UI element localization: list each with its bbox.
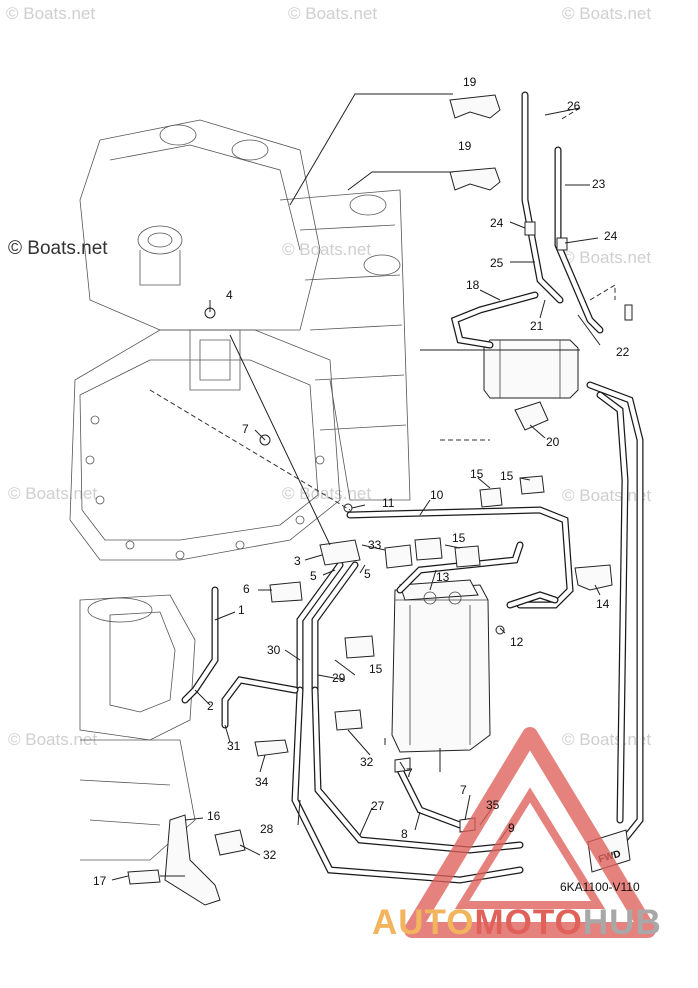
hoses [181,91,644,884]
callout-26: 26 [567,99,581,113]
watermark: © Boats.net [282,484,372,503]
callout-33: 33 [368,538,382,552]
watermark: © Boats.net [8,484,98,503]
callout-22: 22 [616,345,630,359]
callout-23: 23 [592,177,606,191]
callout-25: 25 [490,256,504,270]
callout-10: 10 [430,488,444,502]
brand-logo [404,727,656,938]
callout-5: 5 [364,567,371,581]
callout-7: 7 [460,783,467,797]
callout-7: 7 [242,422,249,436]
watermark: © Boats.net [562,4,652,23]
vapor-separator [384,579,491,772]
charcoal-canister [483,339,579,431]
callout-32: 32 [263,848,277,862]
callout-8: 8 [401,827,408,841]
brand-wordmark: AUTOMOTOHUB [372,903,662,943]
callout-15: 15 [369,662,383,676]
watermark: © Boats.net [6,4,96,23]
engine-block [69,119,411,861]
callout-24: 24 [490,216,504,230]
callout-24: 24 [604,229,618,243]
callout-19: 19 [463,75,477,89]
callout-4: 4 [226,288,233,302]
watermark: © Boats.net [562,730,652,749]
callout-11: 11 [382,496,395,510]
callout-7: 7 [406,766,413,780]
callout-18: 18 [466,278,480,292]
clips [204,94,633,856]
bracket [127,814,221,906]
callout-30: 30 [267,643,281,657]
callout-19: 19 [458,139,472,153]
callout-32: 32 [360,755,374,769]
callout-21: 21 [530,319,544,333]
callout-15: 15 [470,467,484,481]
callout-15: 15 [500,469,514,483]
callout-1: 1 [238,603,245,617]
callout-6: 6 [243,582,250,596]
callout-28: 28 [260,822,274,836]
callout-3: 3 [294,554,301,568]
callout-16: 16 [207,809,221,823]
watermark: © Boats.net [282,240,372,259]
watermark: © Boats.net [288,4,378,23]
brand-part-1: AUTO [372,903,475,942]
watermark: © Boats.net [562,486,652,505]
brand-part-2: MOTO [474,903,583,942]
callout-31: 31 [227,739,241,753]
callout-12: 12 [510,635,524,649]
callout-17: 17 [93,874,107,888]
watermark: © Boats.net [8,730,98,749]
leader-lines [111,93,616,881]
watermark: © Boats.net [562,248,652,267]
brand-part-3: HUB [582,903,662,942]
callout-35: 35 [486,798,500,812]
callout-13: 13 [436,570,450,584]
callout-29: 29 [332,671,346,685]
watermark-strong: © Boats.net [8,238,108,259]
callout-20: 20 [546,435,560,449]
callout-5: 5 [310,569,317,583]
callout-15: 15 [452,531,466,545]
callout-9: 9 [508,821,515,835]
callout-27: 27 [371,799,385,813]
diagram-code: 6KA1100-V110 [560,880,640,894]
callout-2: 2 [207,699,214,713]
callout-34: 34 [255,775,269,789]
callout-14: 14 [596,597,610,611]
